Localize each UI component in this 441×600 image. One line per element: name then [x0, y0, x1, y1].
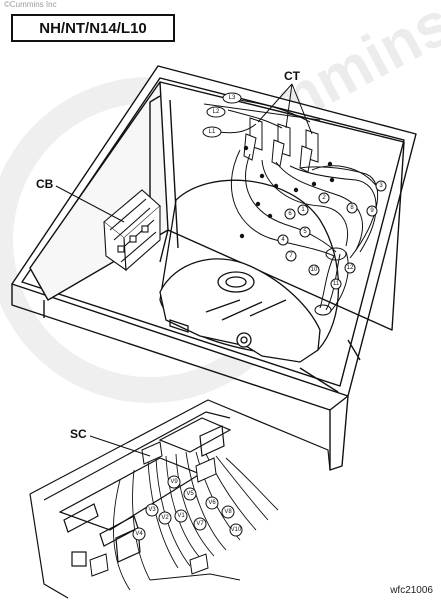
svg-text:CB: CB [36, 177, 54, 191]
wire-tag-7: 7 [285, 250, 297, 262]
figure-id: wfc21006 [390, 585, 433, 596]
svg-text:V2: V2 [161, 515, 169, 521]
svg-text:V8: V8 [224, 509, 232, 515]
lower-label-v9: V9 [167, 475, 181, 489]
lead-tag-l3: L3 [222, 92, 242, 104]
wire-tag-3: 3 [375, 180, 387, 192]
svg-text:L3: L3 [229, 95, 236, 101]
lower-label-v2: V2 [158, 511, 172, 525]
motor-housing [159, 179, 340, 363]
svg-text:3: 3 [379, 183, 383, 189]
svg-text:2: 2 [322, 195, 326, 201]
wire-tag-4: 4 [277, 234, 289, 246]
lower-label-v6: V6 [205, 496, 219, 510]
lower-label-v10: V10 [229, 523, 243, 537]
svg-text:V3: V3 [148, 507, 156, 513]
svg-text:V6: V6 [208, 500, 216, 506]
svg-text:4: 4 [281, 237, 285, 243]
svg-text:V7: V7 [196, 521, 204, 527]
wire-tag-10: 10 [308, 264, 320, 276]
lower-label-v5: V5 [183, 487, 197, 501]
harness-connectors [239, 145, 335, 239]
wire-tags: 1 2 3 4 5 6 7 8 9 10 11 12 [277, 180, 387, 290]
wire-tag-6: 6 [284, 208, 296, 220]
copyright-text: ©Cummins Inc [4, 0, 57, 9]
lower-label-v4: V4 [132, 527, 146, 541]
wire-tag-8: 8 [346, 202, 358, 214]
svg-text:CT: CT [284, 69, 301, 83]
wire-tag-11: 11 [330, 278, 342, 290]
lower-wire-labels: V3 V2 V1 V4 V5 V6 V7 V8 V9 V10 [132, 475, 243, 541]
wire-tag-5: 5 [299, 226, 311, 238]
wire-tag-1: 1 [297, 204, 309, 216]
svg-text:9: 9 [370, 208, 374, 214]
svg-text:V4: V4 [135, 531, 143, 537]
svg-text:1: 1 [301, 207, 305, 213]
svg-text:5: 5 [303, 229, 307, 235]
svg-text:7: 7 [289, 253, 293, 259]
circuit-breaker-block [103, 189, 161, 272]
lower-connectors [89, 441, 217, 577]
lead-tag-l1: L1 [202, 126, 222, 138]
lower-label-v7: V7 [193, 517, 207, 531]
wire-tag-9: 9 [366, 205, 378, 217]
svg-text:V10: V10 [231, 527, 242, 533]
callout-ct: CT [257, 69, 313, 135]
svg-text:V9: V9 [170, 479, 178, 485]
lower-label-v1: V1 [174, 509, 188, 523]
svg-text:8: 8 [350, 205, 354, 211]
current-transformers [243, 117, 319, 173]
svg-text:11: 11 [333, 281, 340, 287]
svg-text:10: 10 [311, 267, 318, 273]
page-title: NH/NT/N14/L10 [11, 14, 175, 42]
incoming-leads [203, 99, 321, 134]
svg-text:SC: SC [70, 427, 87, 441]
wire-tag-2: 2 [318, 192, 330, 204]
lead-tag-l2: L2 [206, 106, 226, 118]
callout-sc: SC [70, 427, 151, 457]
svg-text:V1: V1 [177, 513, 185, 519]
svg-text:V5: V5 [186, 491, 194, 497]
lower-label-v8: V8 [221, 505, 235, 519]
svg-text:L2: L2 [213, 109, 220, 115]
svg-text:12: 12 [347, 265, 354, 271]
callout-cb: CB [36, 177, 125, 223]
svg-text:L1: L1 [209, 129, 216, 135]
svg-text:6: 6 [288, 211, 292, 217]
lower-label-v3: V3 [145, 503, 159, 517]
wire-tag-12: 12 [344, 262, 356, 274]
